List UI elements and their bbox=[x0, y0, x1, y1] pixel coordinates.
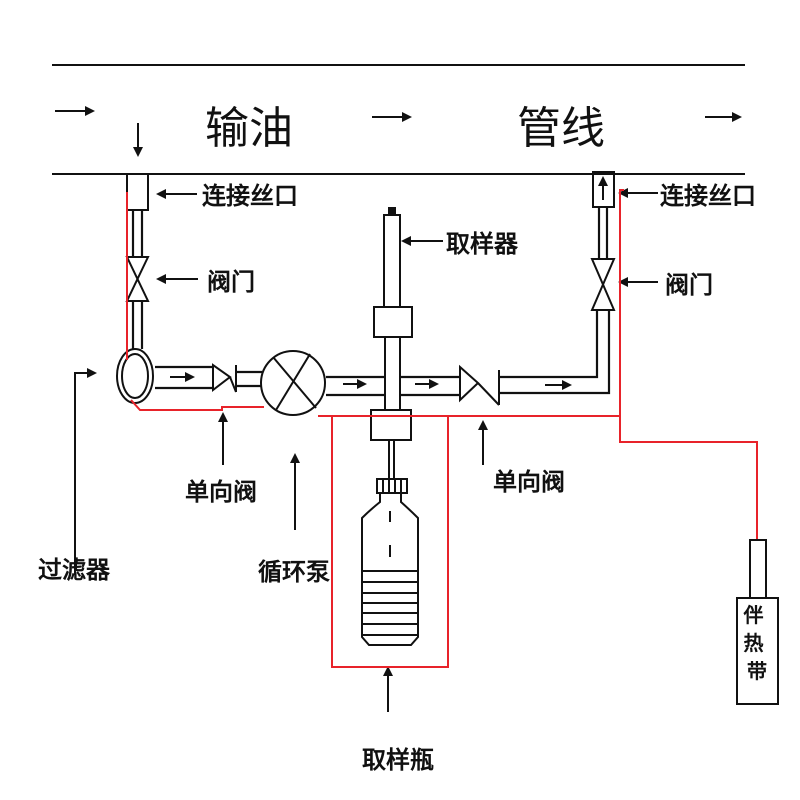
heat-trace-bottle-loop bbox=[331, 416, 449, 668]
label-sampler: 取样器 bbox=[446, 230, 519, 258]
heat-trace-tail bbox=[619, 416, 758, 540]
filter-inner bbox=[121, 353, 149, 399]
bottle-cap bbox=[376, 478, 408, 494]
label-connector-right: 连接丝口 bbox=[660, 182, 756, 210]
valve-left bbox=[125, 256, 150, 302]
label-connector-left: 连接丝口 bbox=[202, 182, 298, 210]
pipe-wall bbox=[499, 310, 599, 379]
label-sample-bottle: 取样瓶 bbox=[362, 746, 434, 774]
bottle-liquid-lines bbox=[363, 570, 417, 636]
sampler-body bbox=[373, 306, 413, 338]
label-pump: 循环泵 bbox=[258, 558, 330, 586]
check-valve-right bbox=[459, 364, 500, 406]
bottle-cap-ridges bbox=[382, 479, 402, 493]
sampler bbox=[383, 214, 401, 308]
pump-cross bbox=[272, 356, 317, 409]
label-filter: 过滤器 bbox=[38, 556, 111, 584]
sample-bottle bbox=[361, 493, 419, 646]
heat-trace-left bbox=[126, 192, 264, 411]
label-valve-left: 阀门 bbox=[207, 268, 255, 296]
label-heat-tracing: 伴 热 带 bbox=[743, 603, 771, 683]
check-valve-left bbox=[212, 363, 237, 393]
arrow-icon bbox=[74, 368, 97, 575]
label-heat-tracing-char3: 带 bbox=[747, 659, 767, 683]
pump-cross bbox=[275, 353, 311, 411]
label-heat-tracing-char1: 伴 bbox=[743, 603, 764, 627]
pipe-wall bbox=[499, 310, 611, 395]
valve-right bbox=[590, 258, 616, 311]
title-oil: 输油 bbox=[205, 103, 293, 154]
label-check-valve-left: 单向阀 bbox=[185, 478, 257, 506]
heat-trace-main bbox=[318, 189, 624, 417]
connector-right bbox=[592, 171, 615, 208]
label-heat-tracing-char2: 热 bbox=[744, 631, 764, 655]
connector-left bbox=[126, 173, 149, 211]
title-pipeline: 管线 bbox=[517, 103, 605, 154]
bottle-connector bbox=[370, 409, 412, 441]
heat-tracing-plug bbox=[749, 539, 767, 599]
heat-tracing-band bbox=[736, 597, 779, 705]
label-valve-right: 阀门 bbox=[665, 271, 713, 299]
sampler-cap bbox=[388, 207, 396, 215]
circulation-pump bbox=[260, 350, 326, 416]
label-check-valve-right: 单向阀 bbox=[493, 468, 565, 496]
